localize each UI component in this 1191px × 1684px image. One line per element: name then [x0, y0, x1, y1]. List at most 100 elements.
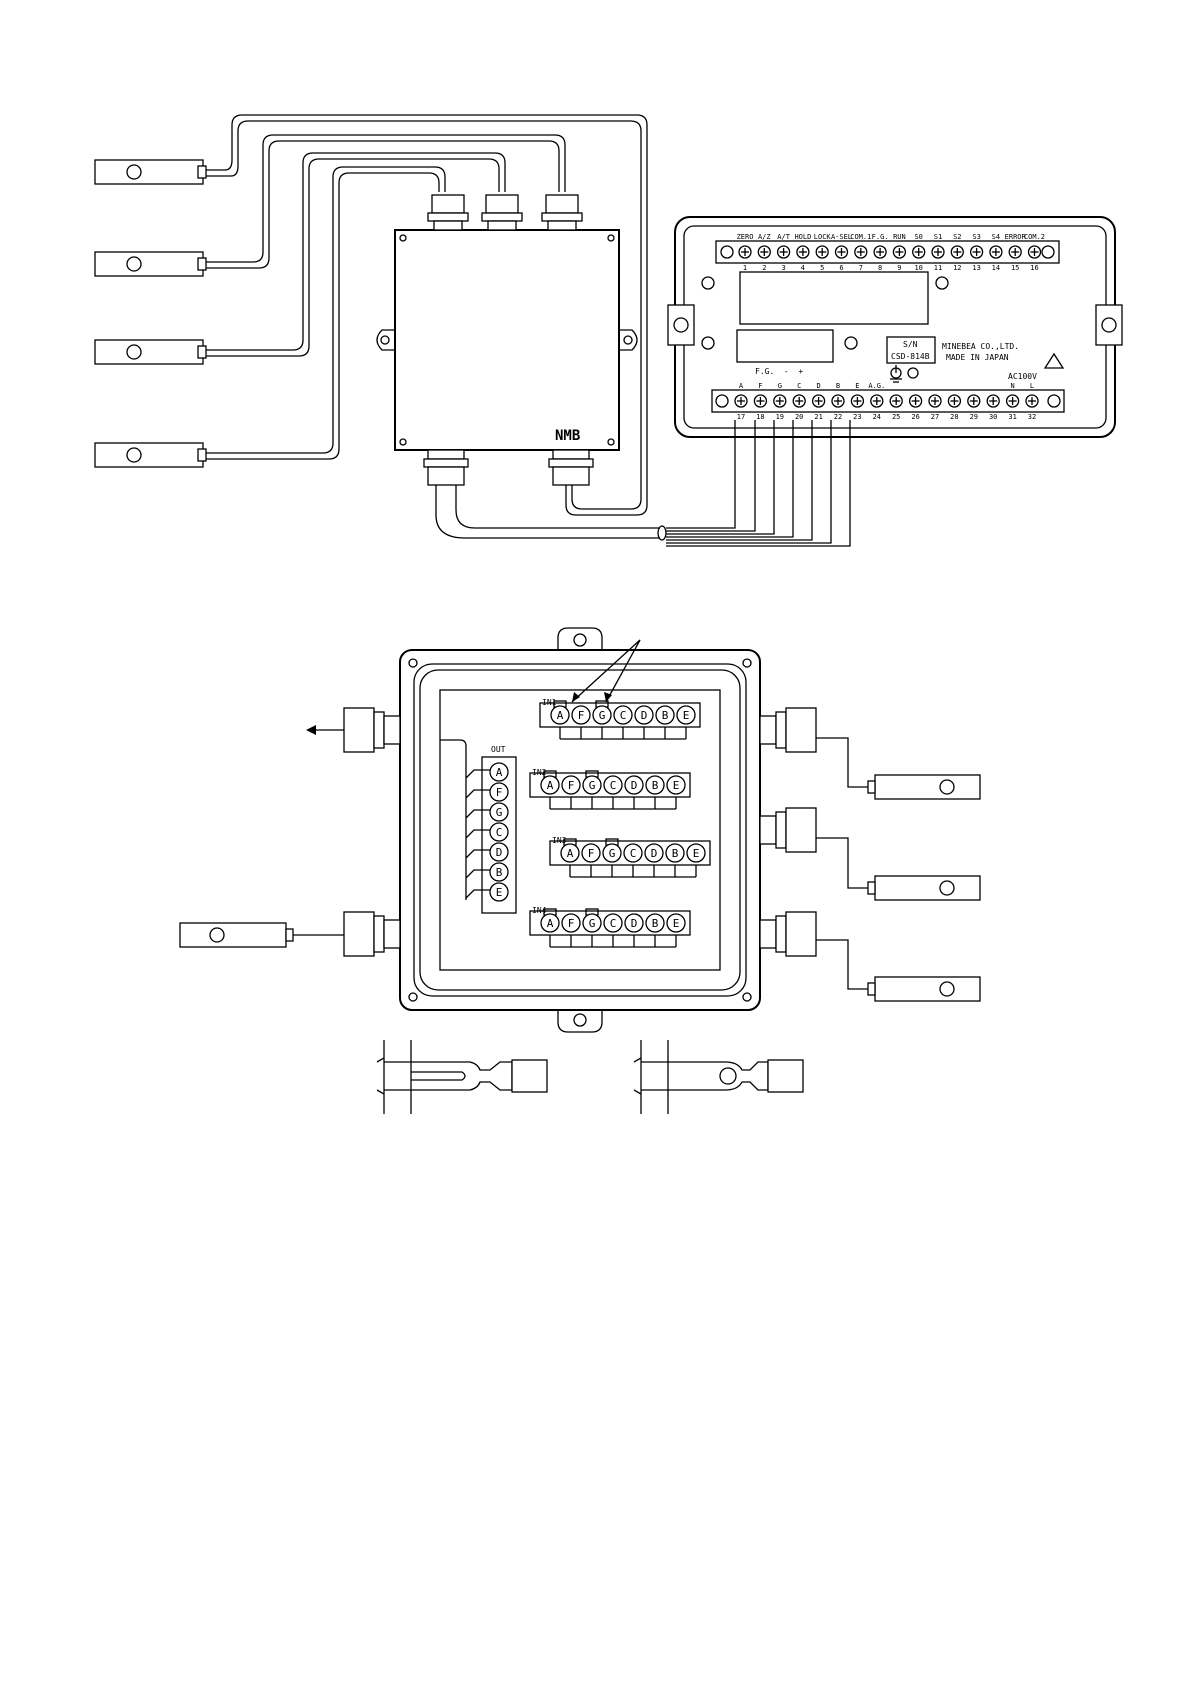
- in-pin: [540, 775, 560, 795]
- out-pin-label: B: [496, 866, 503, 879]
- upper-terminal-label: LOCK: [814, 233, 832, 241]
- upper-terminal-number: 4: [801, 264, 805, 272]
- load-cell-3: [94, 339, 207, 365]
- in-pin-label: F: [578, 709, 585, 722]
- lower-terminal: A.G. 24: [868, 382, 885, 421]
- in-pin: [561, 775, 581, 795]
- in-pin: [655, 705, 675, 725]
- in-pin: [666, 913, 686, 933]
- lower-terminal: 26: [908, 394, 923, 421]
- lower-terminal-number: 17: [737, 413, 745, 421]
- sn-label: S/N: [903, 340, 918, 349]
- upper-terminal-label: ZERO: [737, 233, 754, 241]
- top-gland-1: [427, 194, 469, 231]
- in-pin-label: A: [567, 847, 574, 860]
- in-pin: [540, 913, 560, 933]
- upper-terminal-label: COM.2: [1024, 233, 1045, 241]
- lower-terminal: 27: [928, 394, 942, 421]
- in-pin: [582, 775, 602, 795]
- lower-terminal-label: F: [758, 382, 762, 390]
- upper-terminal-label: RUN: [893, 233, 906, 241]
- in-pin-label: D: [631, 779, 638, 792]
- in-pin: [581, 843, 601, 863]
- lower-terminal-number: 21: [814, 413, 822, 421]
- out-pin: F: [465, 782, 509, 802]
- ground-icon: [890, 365, 902, 383]
- lower-terminal: G 19: [773, 382, 787, 421]
- upper-terminal-number: 7: [859, 264, 863, 272]
- upper-terminal-number: 5: [820, 264, 824, 272]
- upper-terminal: LOCK 5: [814, 233, 832, 272]
- out-pin: B: [465, 862, 509, 882]
- upper-terminal-number: 9: [897, 264, 901, 272]
- lower-terminal-label: C: [797, 382, 801, 390]
- upper-terminal-label: S4: [992, 233, 1000, 241]
- lower-terminal-number: 19: [776, 413, 784, 421]
- lower-terminal-number: 29: [970, 413, 978, 421]
- in-pin-label: E: [683, 709, 690, 722]
- in-pin: [644, 843, 664, 863]
- out-pin: A: [465, 762, 509, 782]
- in-pin-label: A: [547, 917, 554, 930]
- right-load-cell-2: [816, 837, 981, 901]
- in-pin: [645, 913, 665, 933]
- out-pin-label: F: [496, 786, 503, 799]
- maker-label: MINEBEA CO.,LTD.: [942, 342, 1019, 351]
- in-pin-label: D: [651, 847, 658, 860]
- lower-terminal-number: 28: [950, 413, 958, 421]
- out-pin-label: A: [496, 766, 503, 779]
- upper-terminal-label: COM.1: [850, 233, 871, 241]
- in-pin: [582, 913, 602, 933]
- in-pin: [560, 843, 580, 863]
- in-pin: [676, 705, 696, 725]
- upper-terminal-label: A/Z: [758, 233, 771, 241]
- lower-terminal: D 21: [811, 382, 826, 421]
- fg-label: F.G. - +: [755, 367, 803, 376]
- out-pin-label: D: [496, 846, 503, 859]
- lower-terminal-label: D: [816, 382, 820, 390]
- in-pin-label: C: [630, 847, 637, 860]
- upper-terminal-label: ERROR: [1005, 233, 1027, 241]
- lower-terminal-number: 24: [873, 413, 881, 421]
- in-pin-label: B: [672, 847, 679, 860]
- top-wiring-diagram: NMB: [94, 114, 1123, 547]
- upper-terminal-number: 16: [1030, 264, 1038, 272]
- out-pin-label: C: [496, 826, 503, 839]
- upper-terminal-strip: ZERO1A/Z2A/T3HOLD4LOCK5A-SEL6COM.17F.G.8…: [715, 233, 1060, 272]
- lower-terminal-number: 20: [795, 413, 803, 421]
- in-pin: [571, 705, 591, 725]
- right-gland-2: [759, 807, 817, 853]
- upper-terminal-label: A/T: [777, 233, 790, 241]
- lower-terminal-number: 31: [1008, 413, 1016, 421]
- upper-terminal-number: 15: [1011, 264, 1019, 272]
- right-gland-3: [759, 911, 817, 957]
- right-gland-1: [759, 707, 817, 753]
- lower-terminal-label: E: [855, 382, 859, 390]
- upper-terminal-label: S3: [972, 233, 980, 241]
- warning-icon: [1043, 352, 1065, 369]
- in-pin-label: G: [589, 779, 596, 792]
- left-gland-top: [343, 707, 401, 753]
- in-pin-label: D: [641, 709, 648, 722]
- in-pin: [686, 843, 706, 863]
- in-pin: [666, 775, 686, 795]
- upper-terminal: A/Z2: [757, 233, 771, 272]
- lower-terminal-label: A.G.: [868, 382, 885, 390]
- in-pin-label: B: [652, 917, 659, 930]
- made-in-label: MADE IN JAPAN: [946, 353, 1009, 362]
- upper-terminal-label: F.G.: [872, 233, 889, 241]
- lower-terminal-label: G: [778, 382, 782, 390]
- lower-terminal: L32: [1025, 382, 1039, 421]
- in-pin-label: D: [631, 917, 638, 930]
- upper-terminal-number: 6: [839, 264, 843, 272]
- in-pin: [603, 913, 623, 933]
- in-pin: [550, 705, 570, 725]
- upper-terminal: RUN 9: [892, 233, 907, 272]
- in-pin-label: E: [673, 779, 680, 792]
